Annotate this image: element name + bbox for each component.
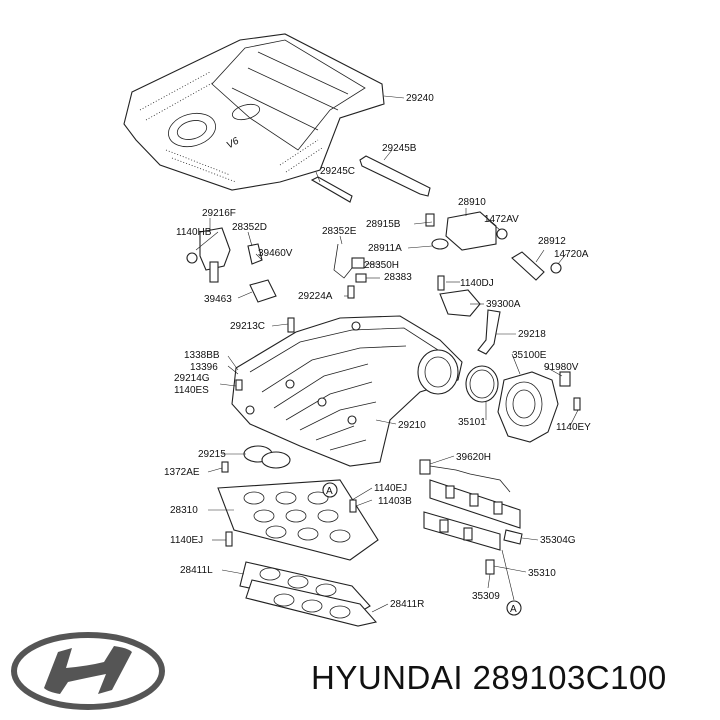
intake-manifold [231,315,463,467]
label-35309: 35309 [472,591,500,602]
label-39463: 39463 [204,294,232,305]
cover-emblem-text: V6 [225,135,241,151]
lower-manifold [217,479,379,561]
label-29245b: 29245B [382,143,417,154]
label-1338bb: 1338BB [184,350,220,361]
label-28911a: 28911A [368,243,402,254]
callout-b-circle [506,600,522,616]
label-28411r: 28411R [390,599,424,610]
leader-lines [195,95,579,613]
label-1140dj: 1140DJ [460,278,494,289]
label-28411l: 28411L [180,565,213,576]
label-35101: 35101 [458,417,486,428]
label-11403b: 11403B [378,496,412,507]
label-39300a: 39300A [486,299,521,310]
map-sensor [437,275,481,317]
label-1140ey: 1140EY [556,422,591,433]
gaskets [221,445,378,627]
label-1472av: 1472AV [484,214,519,225]
label-28910: 28910 [458,197,486,208]
label-1140ej-bottom: 1140EJ [170,535,203,546]
label-28352e: 28352E [322,226,357,237]
label-91980v: 91980V [544,362,579,373]
callout-a-circle [322,482,338,498]
label-28915b: 28915B [366,219,401,230]
label-29215: 29215 [198,449,226,460]
fuel-rail-assembly [419,459,523,575]
label-28352d: 28352D [232,222,267,233]
hyundai-logo-icon [11,632,165,710]
part-labels: 29240 29245B 29245C 29216F 1140HB 28352D… [164,93,591,610]
engine-cover: V6 [123,33,385,191]
label-13396: 13396 [190,362,218,373]
label-1372ae: 1372AE [164,467,200,478]
label-1140ej-top: 1140EJ [374,483,407,494]
label-28383: 28383 [384,272,412,283]
vacuum-hose-group [333,243,367,299]
label-29240: 29240 [406,93,434,104]
label-35310: 35310 [528,568,556,579]
label-39460v: 39460V [258,248,293,259]
vacuum-valve-group [186,227,277,303]
callout-a: A [326,486,333,497]
cover-brackets [310,155,431,203]
label-14720a: 14720A [554,249,589,260]
label-35304g: 35304G [540,535,576,546]
air-valve-group [425,211,562,281]
label-28350h: 28350H [364,260,399,271]
label-29216f: 29216F [202,208,236,219]
label-29214g: 29214G [174,373,210,384]
label-1140hb: 1140HB [176,227,212,238]
bracket-29218 [477,309,501,355]
label-35100e: 35100E [512,350,547,361]
label-29213c: 29213C [230,321,265,332]
label-29210: 29210 [398,420,426,431]
brand-part-number: HYUNDAI 289103C100 [311,659,667,696]
throttle-body [465,365,581,443]
label-28310: 28310 [170,505,198,516]
label-1140es: 1140ES [174,385,209,396]
label-29224a: 29224A [298,291,333,302]
footer: HYUNDAI 289103C100 [0,622,720,720]
callout-b: A [510,604,517,615]
label-29218: 29218 [518,329,546,340]
label-29245c: 29245C [320,166,355,177]
label-39620h: 39620H [456,452,491,463]
label-28912: 28912 [538,236,566,247]
